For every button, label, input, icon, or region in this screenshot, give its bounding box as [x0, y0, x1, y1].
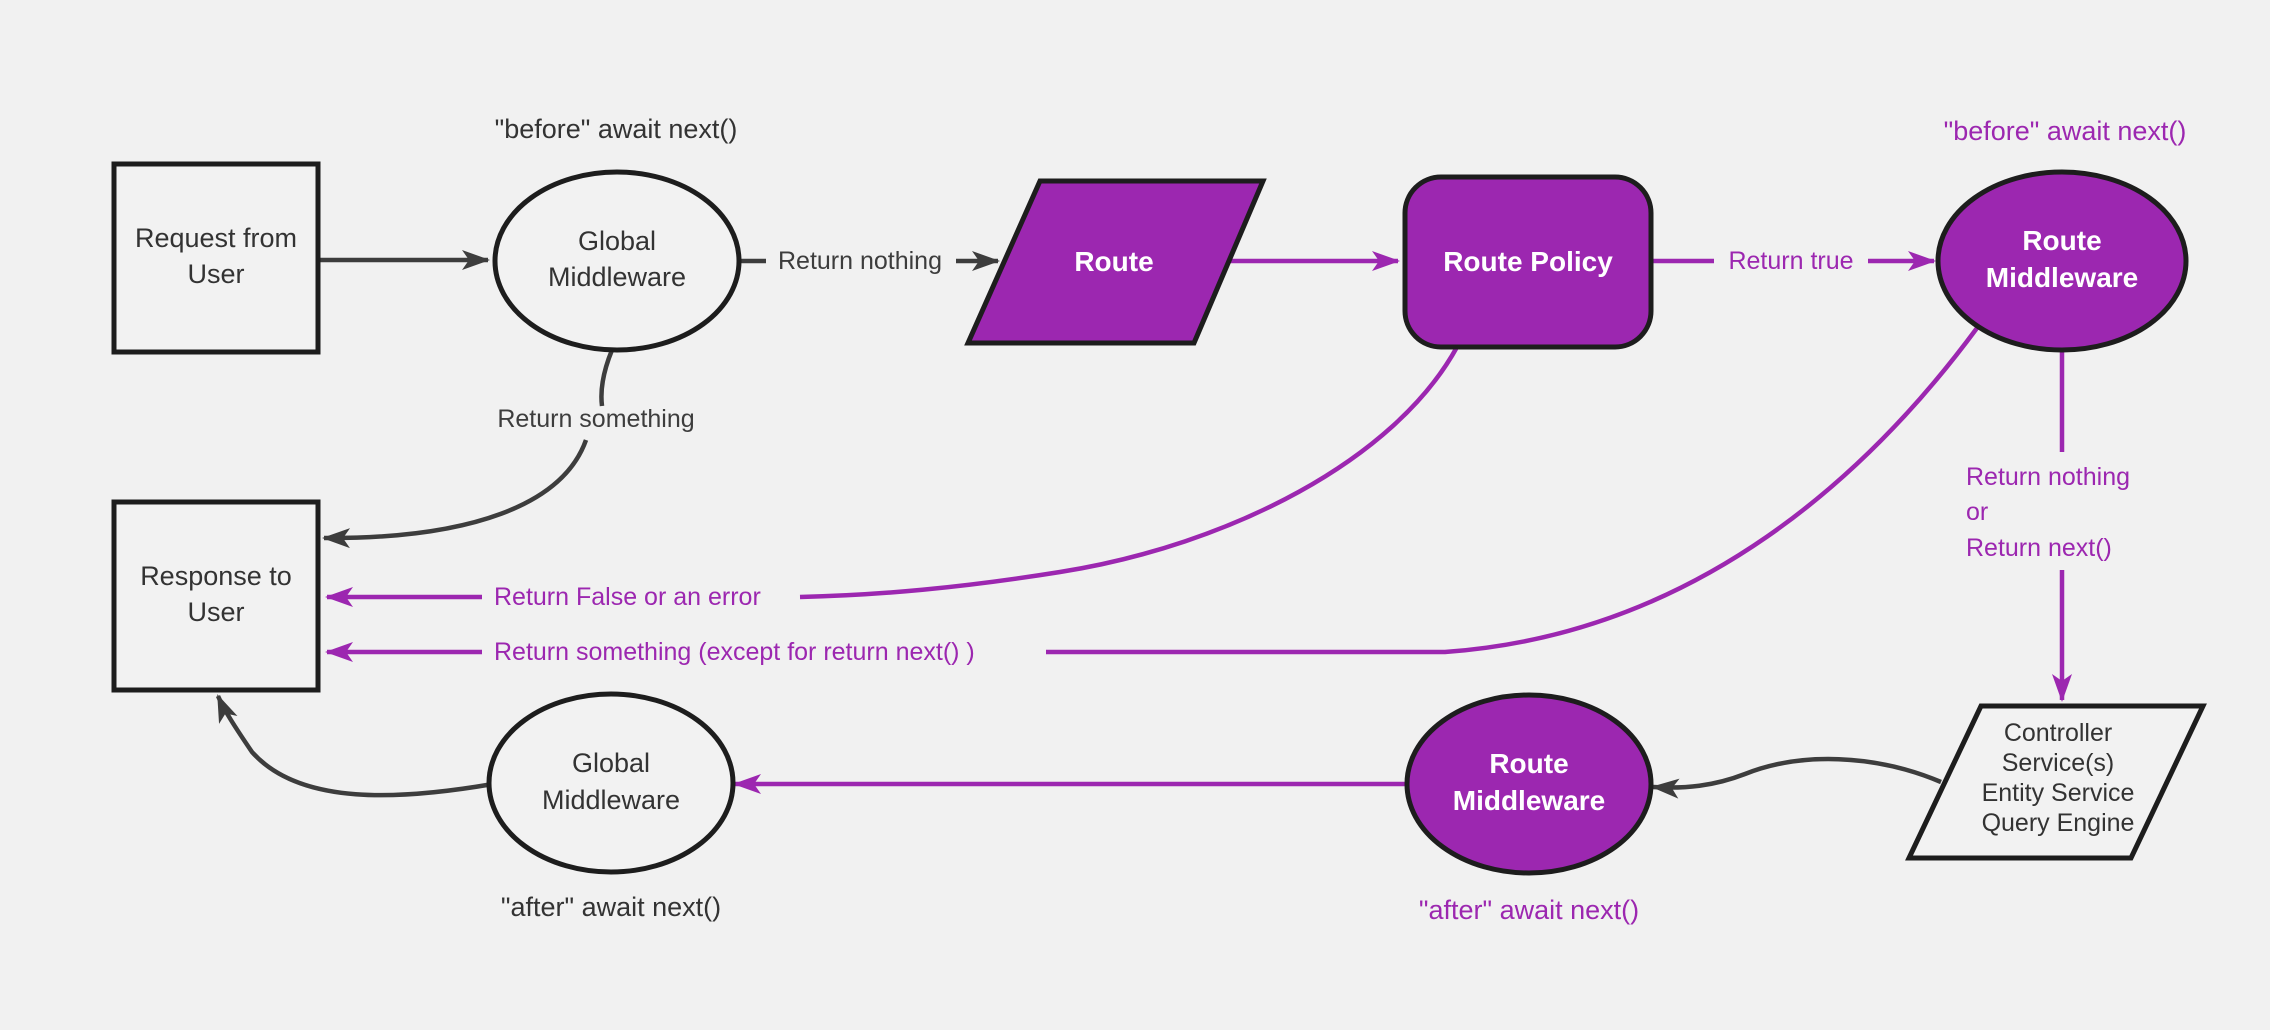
node-route-middleware-top: Route Middleware [1935, 169, 2189, 353]
label-before-await-next-black: "before" await next() [495, 114, 738, 144]
node-response-to-user: Response to User [111, 499, 321, 693]
label-return-something-except: Return something (except for return next… [494, 638, 975, 666]
global-middleware-top-label-line1: Global [578, 226, 656, 256]
route-policy-label: Route Policy [1443, 246, 1613, 277]
route-shape [964, 178, 1267, 346]
controller-label-line3: Entity Service [1982, 779, 2135, 807]
response-to-user-shape [111, 499, 321, 693]
controller-label-line1: Controller [2004, 719, 2112, 747]
label-return-nothing-or-line2: or [1966, 498, 1988, 526]
edge-route-policy-return-false-segment-a [799, 345, 1459, 600]
label-return-true: Return true [1728, 247, 1853, 275]
label-before-await-next-purple: "before" await next() [1944, 116, 2187, 146]
route-middleware-bottom-label-line1: Route [1489, 748, 1568, 779]
edge-route-mw-return-something-segment-a [1046, 326, 1979, 655]
route-middleware-top-label-line1: Route [2022, 225, 2101, 256]
label-return-nothing-or-line1: Return nothing [1966, 463, 2130, 491]
edge-global-mw-return-something-segment-b [322, 439, 589, 549]
label-return-something: Return something [497, 405, 694, 433]
label-return-false-or-error: Return False or an error [494, 583, 761, 611]
label-return-nothing: Return nothing [778, 247, 942, 275]
edge-global-mw-return-something-segment-a [599, 349, 615, 407]
node-route: Route [964, 178, 1267, 346]
request-from-user-label-line2: User [187, 259, 244, 289]
label-return-nothing-or-line3: Return next() [1966, 534, 2112, 562]
node-controller-services: Controller Service(s) Entity Service Que… [1905, 703, 2207, 861]
diagram-edges [215, 250, 2072, 799]
controller-services-shape [1905, 703, 2207, 861]
global-middleware-top-shape [492, 169, 742, 353]
response-to-user-label-line1: Response to [140, 561, 292, 591]
node-route-middleware-bottom: Route Middleware [1404, 692, 1654, 876]
global-middleware-bottom-label-line2: Middleware [542, 785, 680, 815]
route-label: Route [1074, 246, 1153, 277]
global-middleware-top-label-line2: Middleware [548, 262, 686, 292]
route-policy-shape [1402, 174, 1654, 350]
diagram-edge-labels: "before" await next() Return nothing Ret… [494, 114, 2186, 925]
controller-label-line2: Service(s) [2002, 749, 2115, 777]
edge-global-mw-bottom-to-response [215, 694, 494, 798]
route-middleware-top-label-line2: Middleware [1986, 262, 2138, 293]
route-middleware-bottom-label-line2: Middleware [1453, 785, 1605, 816]
label-after-await-next-black: "after" await next() [501, 892, 721, 922]
node-global-middleware-bottom: Global Middleware [486, 691, 736, 875]
global-middleware-bottom-label-line1: Global [572, 748, 650, 778]
edge-controller-to-route-mw-bottom [1651, 756, 1942, 799]
request-from-user-shape [111, 161, 321, 355]
node-global-middleware-top: Global Middleware [492, 169, 742, 353]
controller-label-line4: Query Engine [1982, 809, 2135, 837]
node-route-policy: Route Policy [1402, 174, 1654, 350]
label-after-await-next-purple: "after" await next() [1419, 895, 1639, 925]
global-middleware-bottom-shape [486, 691, 736, 875]
diagram-nodes: Request from User Global Middleware Rout… [111, 161, 2207, 876]
request-from-user-label-line1: Request from [135, 223, 297, 253]
route-middleware-top-shape [1935, 169, 2189, 353]
route-middleware-bottom-shape [1404, 692, 1654, 876]
node-request-from-user: Request from User [111, 161, 321, 355]
response-to-user-label-line2: User [187, 597, 244, 627]
